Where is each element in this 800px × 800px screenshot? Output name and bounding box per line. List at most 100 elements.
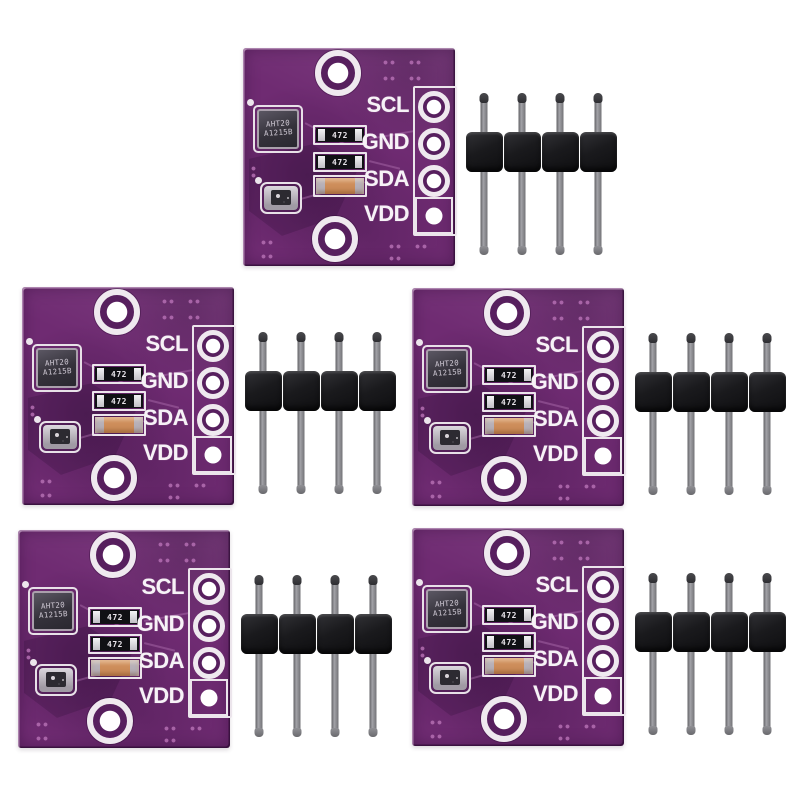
- pin-label-scl: SCL: [535, 332, 579, 357]
- smd-metal-body: [264, 186, 298, 210]
- pin-hole-vdd: [194, 436, 232, 473]
- header-plastic-block: [748, 372, 786, 412]
- resistor-body: 472: [485, 395, 533, 409]
- capacitor: [313, 175, 367, 197]
- via-dots: [584, 484, 596, 489]
- header-pin: [358, 332, 396, 494]
- via-dots: [158, 558, 170, 563]
- via-dots: [164, 738, 176, 743]
- pin-hole-scl: [587, 571, 619, 603]
- resistor-marking: 472: [111, 369, 127, 379]
- resistor-2: 472: [482, 632, 536, 652]
- header-plastic-block: [672, 612, 710, 652]
- pin-hole-sda: [418, 165, 450, 197]
- header-pin-rod: [762, 573, 772, 735]
- pin-header-strip: [465, 93, 617, 255]
- header-pin: [320, 332, 358, 494]
- sensor-board: AHT20 A1215B 472 472: [22, 287, 236, 505]
- sensor-module-set-middle-right: AHT20 A1215B 472 472: [412, 288, 787, 510]
- header-plastic-block: [358, 371, 396, 411]
- pin-hole-sda: [193, 647, 225, 679]
- header-pin: [316, 575, 354, 737]
- via-dots: [578, 540, 590, 545]
- resistor-body: 472: [316, 128, 364, 142]
- header-plastic-block: [244, 371, 282, 411]
- pin-hole-sda: [587, 405, 619, 437]
- via-dots: [168, 483, 180, 488]
- resistor-1: 472: [482, 365, 536, 385]
- capacitor: [482, 415, 536, 437]
- mounting-hole-bottom: [91, 455, 137, 501]
- via-dots: [558, 724, 570, 729]
- pin-label-sda: SDA: [139, 648, 184, 673]
- sensor-board: AHT20 A1215B 472 472: [412, 528, 626, 746]
- resistor-body: 472: [91, 637, 139, 651]
- via-dots: [261, 240, 273, 245]
- via-dots: [578, 556, 590, 561]
- via-dots: [162, 315, 174, 320]
- resistor-body: 472: [485, 368, 533, 382]
- chip-marking-line2: A1215B: [263, 127, 293, 138]
- pin-label-scl: SCL: [366, 92, 410, 117]
- header-pin-rod: [254, 575, 264, 737]
- pin-header-strip: [244, 332, 396, 494]
- pin-hole-scl: [418, 91, 450, 123]
- pin-label-scl: SCL: [535, 572, 579, 597]
- smd-metal-body: [43, 425, 77, 449]
- chip-marking-line2: A1215B: [42, 366, 72, 377]
- mounting-hole-bottom: [481, 456, 527, 502]
- pin-header-silkscreen-outline: [582, 566, 626, 716]
- header-pin: [278, 575, 316, 737]
- via-dots: [578, 316, 590, 321]
- via-dots: [36, 736, 48, 741]
- resistor-body: 472: [485, 635, 533, 649]
- capacitor-body: [316, 178, 364, 194]
- via-dots: [430, 480, 442, 485]
- header-pin: [634, 333, 672, 495]
- via-dots: [188, 315, 200, 320]
- chip-marking-line2: A1215B: [38, 609, 68, 620]
- pin-hole-vdd: [190, 679, 228, 716]
- via-dots: [261, 254, 273, 259]
- header-pin-rod: [368, 575, 378, 737]
- via-dots: [558, 496, 570, 501]
- header-pin: [503, 93, 541, 255]
- header-plastic-block: [710, 372, 748, 412]
- header-pin: [465, 93, 503, 255]
- resistor-marking: 472: [501, 370, 517, 380]
- header-pin-rod: [686, 333, 696, 495]
- smd-metal-component: [424, 657, 471, 694]
- mounting-hole-top: [94, 289, 140, 335]
- pin-header-silkscreen-outline: [413, 86, 457, 236]
- via-dots: [389, 256, 401, 261]
- sensor-board: AHT20 A1215B 472 472: [243, 48, 457, 266]
- pin-label-scl: SCL: [141, 574, 185, 599]
- header-pin-rod: [724, 573, 734, 735]
- smd-metal-component: [30, 659, 77, 696]
- chip-package: AHT20 A1215B: [257, 109, 299, 149]
- sensor-module-set-bottom-left: AHT20 A1215B 472 472: [18, 530, 393, 752]
- header-pin-rod: [372, 332, 382, 494]
- header-plastic-block: [282, 371, 320, 411]
- pin-hole-scl: [197, 330, 229, 362]
- resistor-1: 472: [482, 605, 536, 625]
- pin-header-silkscreen-outline: [188, 568, 232, 718]
- header-pin: [541, 93, 579, 255]
- pin-hole-gnd: [587, 368, 619, 400]
- capacitor: [92, 414, 146, 436]
- mounting-hole-bottom: [312, 216, 358, 262]
- mounting-hole-bottom: [87, 698, 133, 744]
- smd-metal-component: [424, 417, 471, 454]
- pin-label-vdd: VDD: [139, 683, 184, 708]
- via-dots: [184, 542, 196, 547]
- resistor-body: 472: [95, 367, 143, 381]
- pin-hole-scl: [193, 573, 225, 605]
- header-pin: [748, 333, 786, 495]
- header-pin-rod: [724, 333, 734, 495]
- header-plastic-block: [320, 371, 358, 411]
- via-dots: [558, 484, 570, 489]
- chip-marking-line2: A1215B: [432, 367, 462, 378]
- pin-hole-vdd: [584, 677, 622, 714]
- via-dots: [383, 76, 395, 81]
- smd-metal-body: [433, 666, 467, 690]
